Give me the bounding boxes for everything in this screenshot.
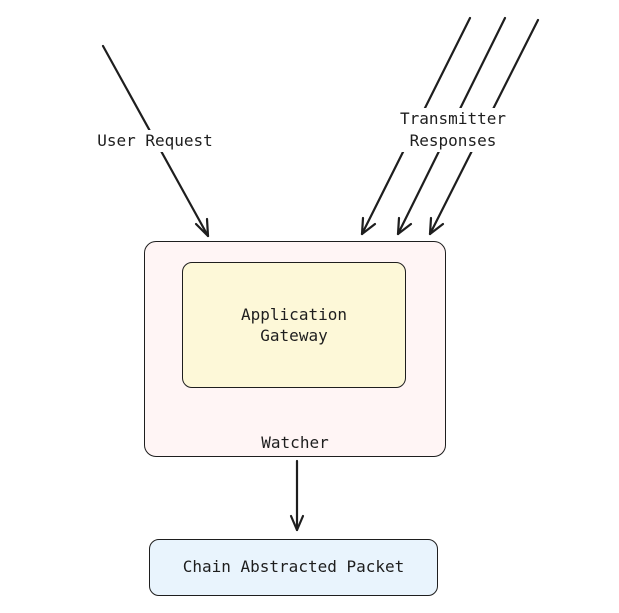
application-gateway-label-line2: Gateway — [260, 326, 328, 345]
user-request-label: User Request — [90, 130, 220, 152]
chain-abstracted-packet-label: Chain Abstracted Packet — [182, 557, 405, 576]
watcher-label: Watcher — [261, 433, 329, 452]
application-gateway-box — [182, 262, 406, 388]
transmitter-responses-label-line2: Responses — [392, 130, 514, 152]
transmitter-responses-label-line1: Transmitter — [392, 108, 514, 130]
chain-abstracted-packet-box — [149, 539, 438, 596]
watcher-to-packet-arrow — [289, 459, 305, 532]
application-gateway-label-line1: Application — [241, 305, 347, 324]
